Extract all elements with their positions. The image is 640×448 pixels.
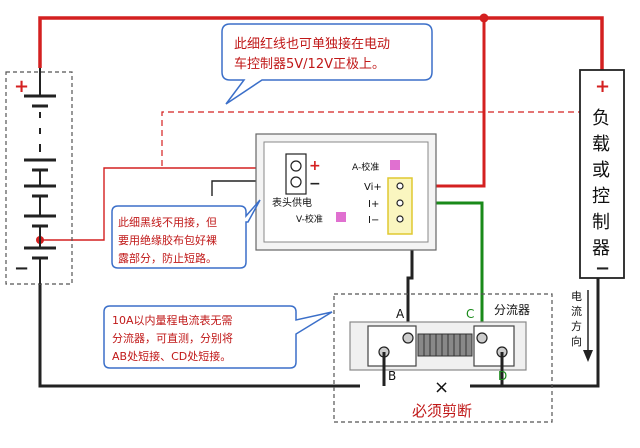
shunt-callout — [103, 305, 333, 369]
current-arrow-icon — [583, 350, 593, 362]
meter-power-minus: − — [309, 176, 321, 192]
shunt-point-b: B — [388, 369, 396, 383]
black-wire-callout — [111, 199, 261, 269]
black-wire-note-line-1: 此细黑线不用接，但 — [118, 215, 217, 229]
shunt-point-a: A — [396, 307, 405, 321]
shunt-title: 分流器 — [494, 303, 530, 317]
battery-plus: + — [14, 76, 29, 97]
a-calib-pot — [390, 160, 400, 170]
power-screw-1 — [290, 160, 302, 172]
terminal-i-minus: I− — [368, 215, 379, 226]
terminal-screw-2 — [396, 199, 404, 207]
red-main-wire — [38, 16, 604, 70]
load-label-3: 或 — [592, 160, 610, 181]
load-minus: − — [595, 258, 610, 279]
battery-cells — [24, 68, 56, 284]
load-label-4: 控 — [592, 186, 610, 207]
terminal-vi-plus: Vi+ — [364, 182, 382, 193]
meter-power-label: 表头供电 — [272, 196, 312, 209]
shunt-point-d: D — [498, 369, 507, 383]
svg-text:方: 方 — [571, 319, 582, 333]
v-calib-label: V-校准 — [296, 213, 323, 225]
load-box — [579, 69, 625, 279]
shunt-bolt-c — [476, 332, 488, 344]
shunt-note-line-3: AB处短接、CD处短接。 — [112, 349, 231, 363]
shunt-note-line-1: 10A以内量程电流表无需 — [112, 313, 233, 327]
red-wire-note-line-2: 车控制器5V/12V正极上。 — [234, 56, 385, 72]
a-calib-label: A-校准 — [352, 161, 379, 173]
load-label-6: 器 — [592, 238, 610, 259]
cut-mark-icon: × — [434, 377, 449, 398]
svg-text:流: 流 — [571, 304, 582, 318]
black-main-wire — [38, 284, 360, 388]
black-wire-note-line-3: 露部分，防止短路。 — [118, 251, 217, 265]
shunt-bolt-a — [402, 332, 414, 344]
terminal-screw-1 — [396, 182, 404, 190]
must-cut-label: 必须剪断 — [412, 402, 472, 420]
shunt-note-line-2: 分流器，可直测，分别将 — [112, 331, 233, 345]
red-wire-callout — [221, 23, 433, 105]
current-direction: 电 流 方 向 — [571, 290, 582, 348]
load-label-1: 负 — [592, 108, 610, 129]
black-right-wire — [470, 278, 600, 388]
shunt-resistor — [417, 333, 473, 357]
load-label-5: 制 — [592, 212, 610, 233]
power-connector — [285, 153, 307, 195]
svg-text:向: 向 — [571, 334, 582, 348]
load-label-2: 载 — [592, 134, 610, 155]
shunt-block-left — [367, 325, 417, 367]
shunt-dashed-box — [333, 293, 553, 423]
shunt-point-c: C — [466, 307, 474, 321]
black-wire-note-line-2: 要用绝缘胶布包好裸 — [118, 233, 217, 247]
load-plus: + — [595, 76, 610, 97]
power-screw-2 — [290, 176, 302, 188]
red-wire-note-line-1: 此细红线也可单独接在电动 — [234, 36, 390, 52]
shunt-resistor-hatch — [423, 334, 467, 356]
svg-text:电: 电 — [571, 290, 582, 303]
v-calib-pot — [336, 212, 346, 222]
terminal-screw-3 — [396, 215, 404, 223]
shunt-block-right — [473, 325, 515, 367]
terminal-i-plus: I+ — [368, 199, 379, 210]
battery-minus: − — [14, 258, 29, 279]
meter-power-plus: + — [309, 158, 321, 174]
